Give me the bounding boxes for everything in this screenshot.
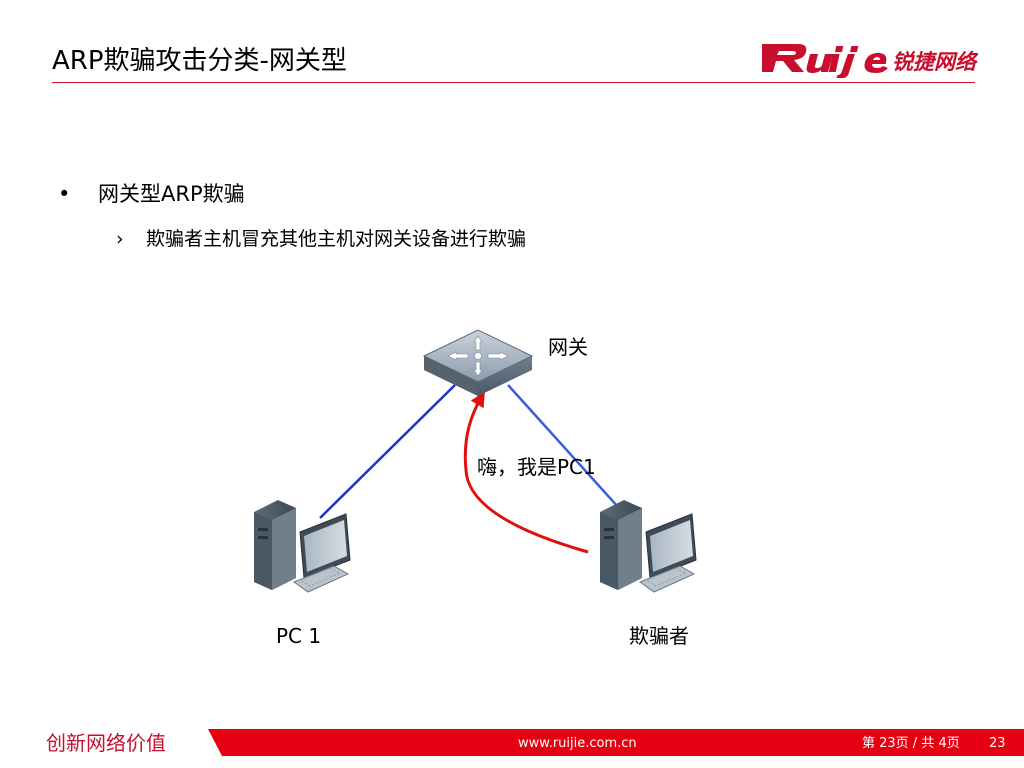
attacker-label: 欺骗者 [629,624,689,648]
footer-page-number: 23 [989,736,1006,751]
bullet-gateway-arp: • 网关型ARP欺骗 [58,180,245,208]
footer-page-info: 第 23页 / 共 4页 [862,736,960,751]
logo-text: 锐捷网络 [892,50,978,74]
sub-bullet-marker: › [116,228,124,250]
ruijie-logo: 锐捷网络 [762,44,978,78]
bullet-dot: • [58,182,71,206]
title-divider [52,82,975,83]
spoof-arrow [463,391,589,554]
attacker-computer-icon [600,500,697,593]
gateway-label: 网关 [548,335,588,359]
link-pc1-gateway [319,384,456,519]
slide-title: ARP欺骗攻击分类-网关型 [52,46,347,76]
footer-bar [208,729,1024,756]
bullet-text: 网关型ARP欺骗 [98,182,245,206]
footer-slogan: 创新网络价值 [46,731,166,755]
footer-website-link[interactable]: www.ruijie.com.cn [518,736,637,751]
pc1-computer-icon [254,500,351,593]
spoof-message-label: 嗨，我是PC1 [477,455,596,479]
link-attacker-gateway [507,384,629,519]
sub-bullet-text: 欺骗者主机冒充其他主机对网关设备进行欺骗 [146,228,527,250]
router-icon [422,329,534,396]
pc1-label: PC 1 [276,624,322,648]
sub-bullet-description: › 欺骗者主机冒充其他主机对网关设备进行欺骗 [116,226,526,252]
